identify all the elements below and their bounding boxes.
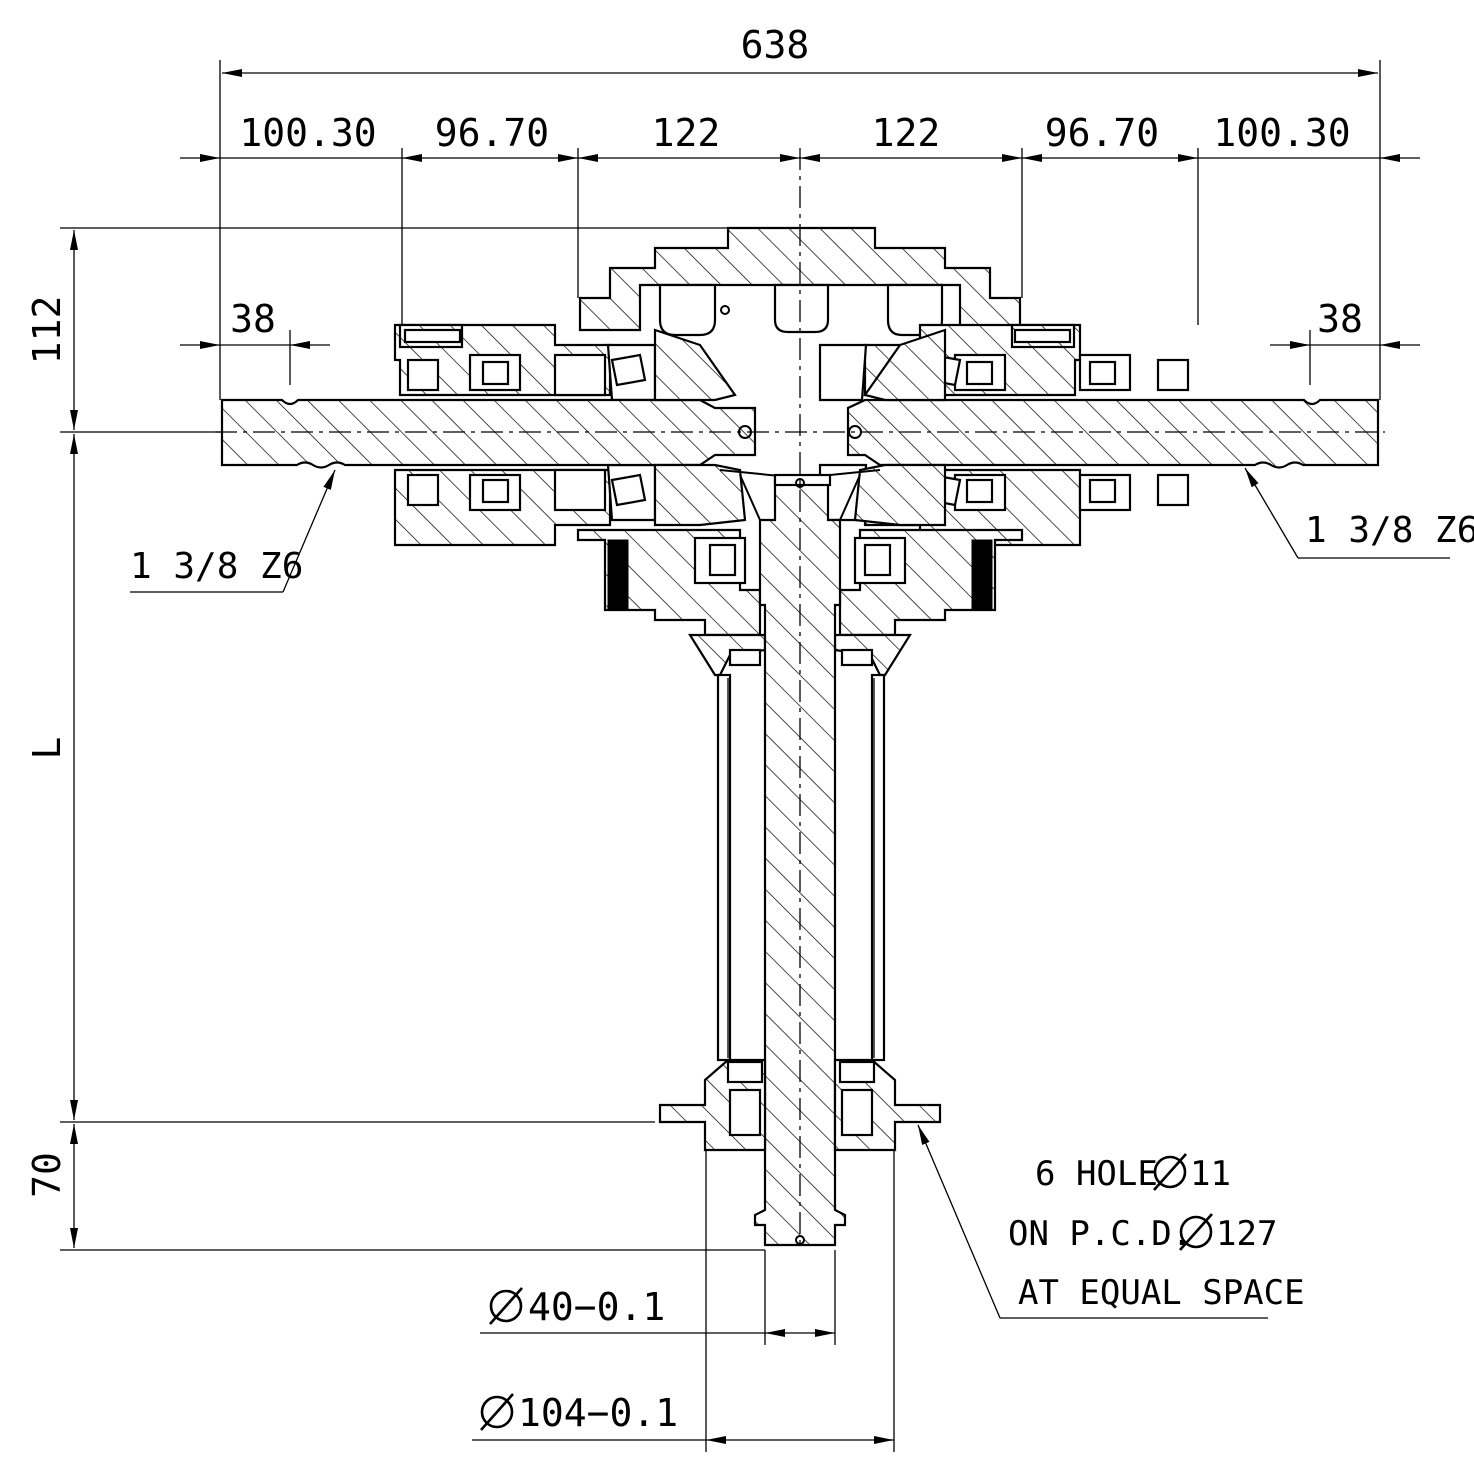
dimension-labels: 638 100.30 96.70 122 122 96.70 100.30 38…: [25, 23, 1363, 1435]
dim-height-bottom: 70: [25, 1152, 69, 1198]
tube-right-wall: [870, 673, 886, 1062]
left-spline-note: 1 3/8 Z6: [130, 546, 303, 587]
annotation-notes: 1 3/8 Z6 1 3/8 Z6 6 HOLE 11 ON P.C.D. 12…: [130, 510, 1474, 1313]
dim-pilot-diameter: 104−0.1: [480, 1391, 678, 1435]
left-output-shaft: [220, 398, 757, 469]
dim-height-shaft: L: [25, 737, 69, 760]
svg-text:6 HOLE: 6 HOLE: [1035, 1154, 1158, 1194]
dim-left-inner: 122: [652, 111, 721, 155]
right-spline-note: 1 3/8 Z6: [1305, 510, 1474, 551]
hole-note: 6 HOLE 11 ON P.C.D. 127 AT EQUAL SPACE: [1008, 1153, 1305, 1313]
svg-text:104−0.1: 104−0.1: [518, 1391, 678, 1435]
dim-height-top: 112: [25, 296, 69, 365]
dim-left-spline: 38: [230, 297, 276, 341]
dim-right-mid: 96.70: [1045, 111, 1159, 155]
left-bevel-gear: [653, 328, 737, 402]
dimension-lines: [60, 60, 1450, 1452]
dim-right-spline: 38: [1317, 297, 1363, 341]
dim-overall-width: 638: [741, 23, 810, 67]
svg-text:40−0.1: 40−0.1: [528, 1285, 665, 1329]
gearbox-body: [215, 148, 1385, 1250]
dim-right-inner: 122: [872, 111, 941, 155]
dim-left-outer: 100.30: [239, 111, 376, 155]
right-bevel-gear: [863, 328, 947, 402]
dim-shaft-diameter: 40−0.1: [489, 1285, 665, 1329]
svg-text:AT EQUAL SPACE: AT EQUAL SPACE: [1018, 1273, 1305, 1313]
dim-right-outer: 100.30: [1213, 111, 1350, 155]
right-output-shaft: [846, 398, 1380, 469]
dim-left-mid: 96.70: [435, 111, 549, 155]
svg-text:ON P.C.D.: ON P.C.D.: [1008, 1214, 1192, 1254]
tube-left-wall: [716, 673, 732, 1062]
svg-text:127: 127: [1216, 1214, 1277, 1254]
svg-text:11: 11: [1190, 1154, 1231, 1194]
